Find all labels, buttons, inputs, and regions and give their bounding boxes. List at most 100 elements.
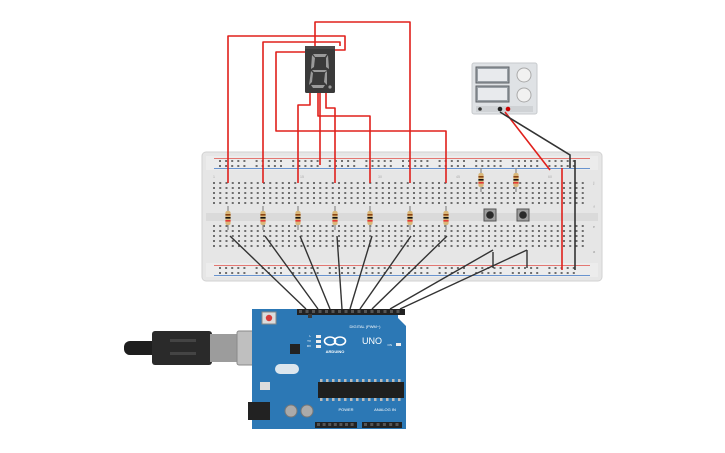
rail-hole[interactable] [365,272,368,274]
rail-hole[interactable] [536,272,539,274]
breadboard-hole[interactable] [538,235,540,237]
breadboard-hole[interactable] [381,187,384,189]
breadboard-hole[interactable] [331,202,334,204]
rail-hole[interactable] [511,272,514,274]
breadboard-hole[interactable] [288,187,290,189]
breadboard-hole[interactable] [444,187,447,189]
breadboard-hole[interactable] [319,225,322,227]
breadboard-hole[interactable] [469,197,472,199]
rail-hole[interactable] [456,160,459,162]
breadboard-hole[interactable] [219,245,222,247]
resistor[interactable] [295,206,301,230]
breadboard-hole[interactable] [481,187,484,189]
breadboard-hole[interactable] [238,192,240,194]
breadboard-hole[interactable] [463,240,465,242]
rail-hole[interactable] [560,272,563,274]
breadboard-hole[interactable] [513,225,515,227]
breadboard-hole[interactable] [325,245,328,247]
breadboard-hole[interactable] [225,245,228,247]
breadboard-hole[interactable] [369,192,372,194]
breadboard-hole[interactable] [400,187,403,189]
breadboard-hole[interactable] [469,240,472,242]
breadboard-hole[interactable] [456,187,459,189]
rail-hole[interactable] [267,160,270,162]
rail-hole[interactable] [231,160,234,162]
breadboard-hole[interactable] [469,182,472,184]
header-pin[interactable] [331,310,335,313]
header-pin[interactable] [339,423,343,426]
header-pin[interactable] [318,310,322,313]
header-pin[interactable] [299,310,302,313]
breadboard-hole[interactable] [356,245,359,247]
breadboard-hole[interactable] [350,202,353,204]
breadboard-hole[interactable] [325,187,328,189]
breadboard-hole[interactable] [219,192,222,194]
breadboard-hole[interactable] [425,202,428,204]
breadboard-hole[interactable] [338,230,340,232]
breadboard-hole[interactable] [300,187,303,189]
breadboard-hole[interactable] [363,182,365,184]
breadboard-hole[interactable] [500,182,503,184]
breadboard-hole[interactable] [388,245,390,247]
breadboard-hole[interactable] [375,225,378,227]
breadboard-hole[interactable] [219,182,222,184]
breadboard-hole[interactable] [244,245,247,247]
breadboard-hole[interactable] [244,230,247,232]
breadboard-hole[interactable] [519,245,522,247]
breadboard-hole[interactable] [400,192,403,194]
rail-hole[interactable] [219,165,221,167]
breadboard-hole[interactable] [275,230,278,232]
header-pin[interactable] [350,423,354,426]
breadboard-hole[interactable] [369,202,372,204]
breadboard-hole[interactable] [344,245,347,247]
breadboard-hole[interactable] [281,230,284,232]
breadboard-hole[interactable] [525,245,528,247]
breadboard-hole[interactable] [225,202,228,204]
black-wire[interactable] [299,235,331,310]
breadboard-hole[interactable] [500,225,503,227]
breadboard-hole[interactable] [525,192,528,194]
breadboard-hole[interactable] [556,202,559,204]
breadboard-hole[interactable] [231,202,234,204]
rail-hole[interactable] [225,272,228,274]
breadboard-hole[interactable] [288,235,290,237]
breadboard-hole[interactable] [263,197,265,199]
rail-hole[interactable] [487,165,490,167]
breadboard-hole[interactable] [400,245,403,247]
breadboard-hole[interactable] [519,235,522,237]
breadboard-hole[interactable] [406,187,409,189]
resistor[interactable] [225,206,231,230]
breadboard-hole[interactable] [388,182,390,184]
breadboard-hole[interactable] [475,240,478,242]
header-pin[interactable] [382,423,386,426]
breadboard-hole[interactable] [575,192,578,194]
breadboard-hole[interactable] [525,197,528,199]
breadboard-hole[interactable] [438,192,440,194]
breadboard-hole[interactable] [388,187,390,189]
breadboard-hole[interactable] [325,202,328,204]
rail-hole[interactable] [304,267,307,269]
breadboard-hole[interactable] [250,225,253,227]
breadboard-hole[interactable] [444,235,447,237]
rail-hole[interactable] [225,267,228,269]
breadboard-hole[interactable] [550,230,553,232]
breadboard-hole[interactable] [213,230,215,232]
rail-hole[interactable] [243,165,246,167]
breadboard-hole[interactable] [325,182,328,184]
breadboard-hole[interactable] [325,225,328,227]
breadboard-hole[interactable] [281,202,284,204]
black-wire[interactable] [336,235,343,310]
breadboard-hole[interactable] [419,245,422,247]
header-pin[interactable] [328,423,332,426]
rail-hole[interactable] [292,267,295,269]
rail-hole[interactable] [231,165,234,167]
breadboard-hole[interactable] [381,235,384,237]
breadboard-hole[interactable] [300,235,303,237]
breadboard-hole[interactable] [331,230,334,232]
breadboard-hole[interactable] [263,202,265,204]
breadboard-hole[interactable] [531,230,534,232]
breadboard-hole[interactable] [538,230,540,232]
breadboard-hole[interactable] [331,235,334,237]
rail-hole[interactable] [347,160,350,162]
breadboard-hole[interactable] [575,235,578,237]
